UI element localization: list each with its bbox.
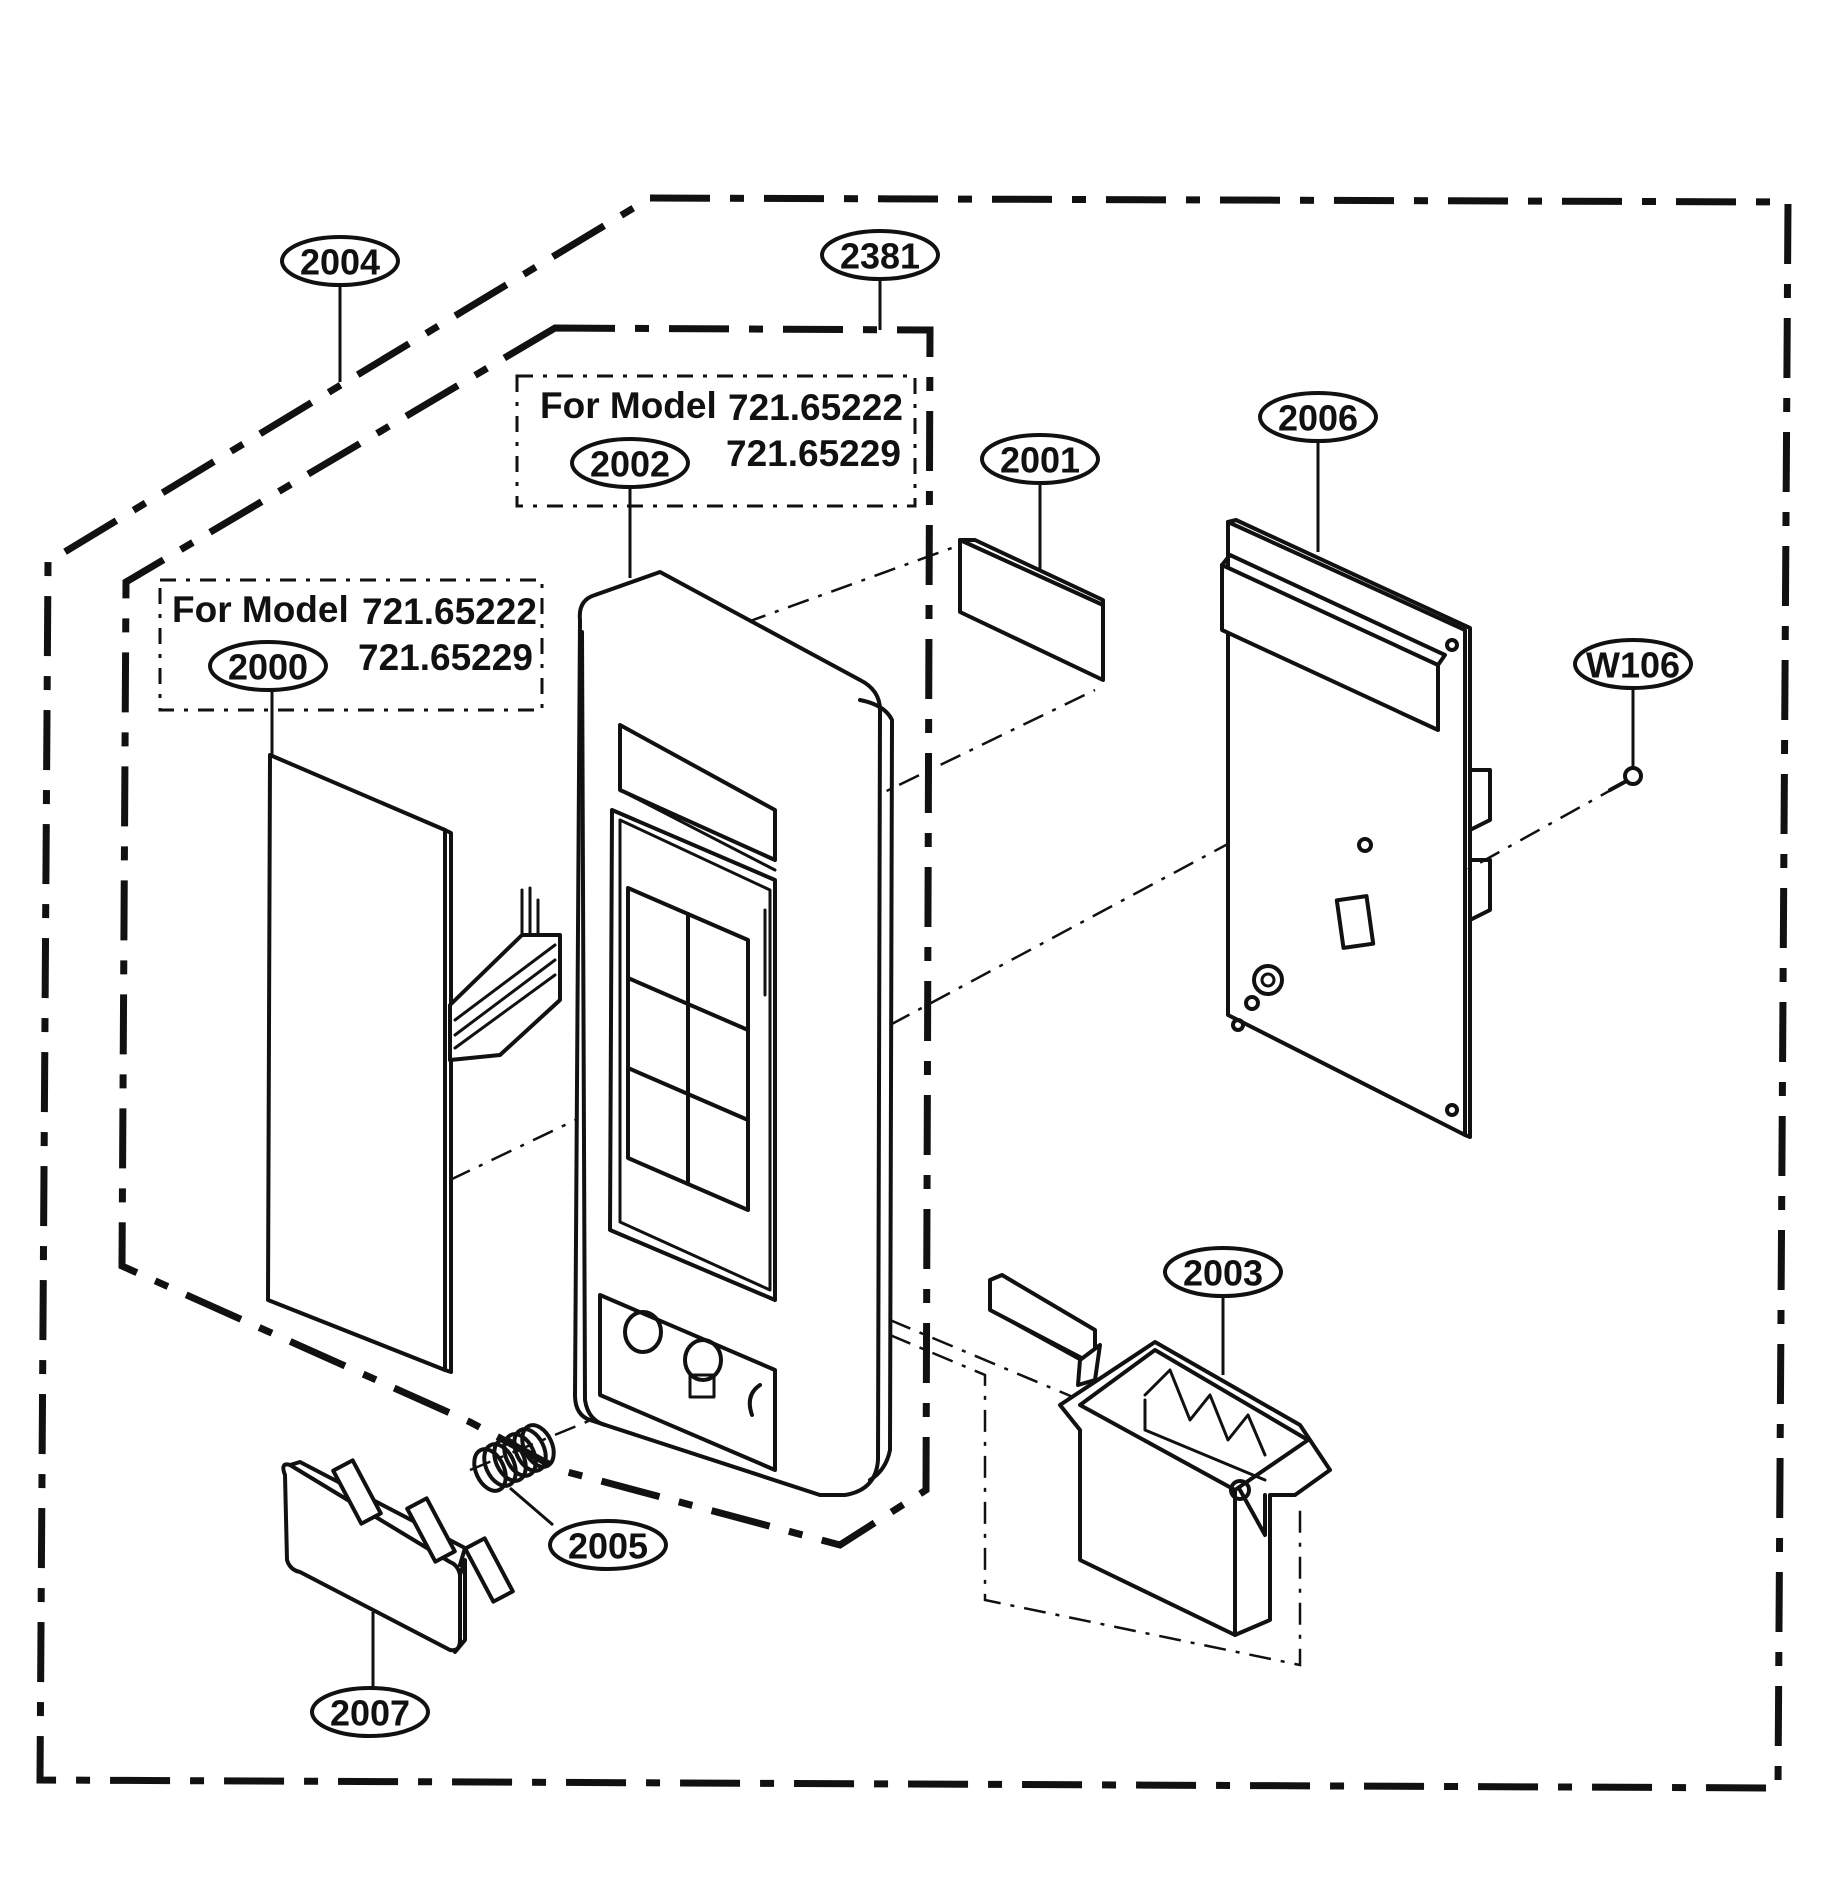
- svg-text:2003: 2003: [1183, 1253, 1263, 1294]
- svg-text:2002: 2002: [590, 444, 670, 485]
- svg-text:2007: 2007: [330, 1693, 410, 1734]
- model-note-upper-model-b: 721.65229: [726, 433, 901, 474]
- model-note-upper-model-a: 721.65222: [728, 387, 903, 428]
- callout-w106: W106: [1573, 638, 1693, 690]
- callout-2003: 2003: [1163, 1246, 1283, 1298]
- part-2003-latch-assembly: [988, 1273, 1332, 1637]
- svg-text:2001: 2001: [1000, 440, 1080, 481]
- model-note-lower: For Model 721.65222 721.65229: [172, 589, 537, 678]
- part-2001-plate: [958, 538, 1105, 682]
- part-2007-push-button: [281, 1458, 515, 1654]
- callout-2002: 2002: [570, 437, 690, 489]
- part-2000-membrane-panel: [266, 753, 562, 1374]
- svg-text:2006: 2006: [1278, 398, 1358, 439]
- model-note-lower-model-b: 721.65229: [358, 637, 533, 678]
- callout-2001: 2001: [980, 433, 1100, 485]
- part-2002-control-panel: [573, 570, 894, 1497]
- svg-text:2004: 2004: [300, 242, 380, 283]
- model-note-lower-model-a: 721.65222: [362, 591, 537, 632]
- callout-2005: 2005: [548, 1519, 668, 1571]
- part-2006-pcb: [1220, 518, 1492, 1139]
- model-note-lower-label: For Model: [172, 589, 349, 630]
- callout-2004: 2004: [280, 235, 400, 287]
- outer-assembly-boundary: [36, 194, 1792, 1792]
- callout-2381: 2381: [820, 229, 940, 281]
- leader-lines: [270, 278, 1635, 1688]
- svg-text:2000: 2000: [228, 647, 308, 688]
- model-note-upper: For Model 721.65222 721.65229: [540, 385, 903, 474]
- model-note-box-lower: [158, 578, 544, 712]
- callout-2000: 2000: [208, 640, 328, 692]
- svg-text:2381: 2381: [840, 236, 920, 277]
- callout-2007: 2007: [310, 1686, 430, 1738]
- model-note-box-upper: [515, 374, 917, 508]
- inner-assembly-boundary: [118, 324, 934, 1549]
- svg-text:W106: W106: [1586, 645, 1680, 686]
- svg-text:2005: 2005: [568, 1526, 648, 1567]
- model-note-upper-label: For Model: [540, 385, 717, 426]
- callout-2006: 2006: [1258, 391, 1378, 443]
- part-w106-screw: [1608, 766, 1643, 792]
- part-2005-spring: [472, 1423, 556, 1493]
